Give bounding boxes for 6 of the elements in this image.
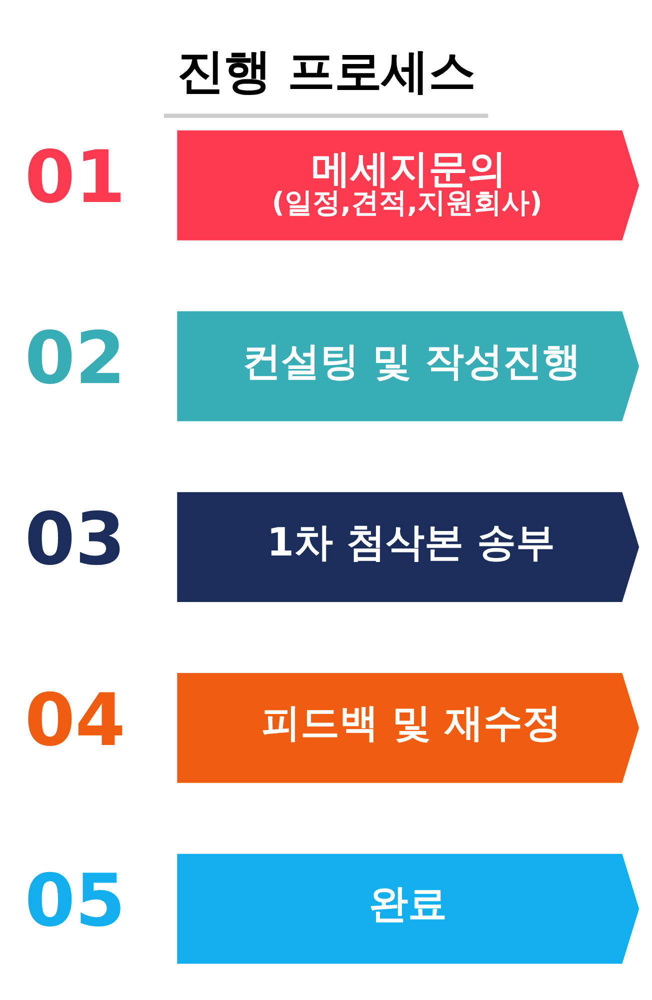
diagram-title: 진행 프로세스 [177,44,476,100]
node-label: 02 [24,316,126,401]
node-label: 03 [24,497,126,582]
node-label: 01 [24,136,126,220]
node-label: 04 [24,678,126,762]
node-label: 05 [24,859,126,944]
